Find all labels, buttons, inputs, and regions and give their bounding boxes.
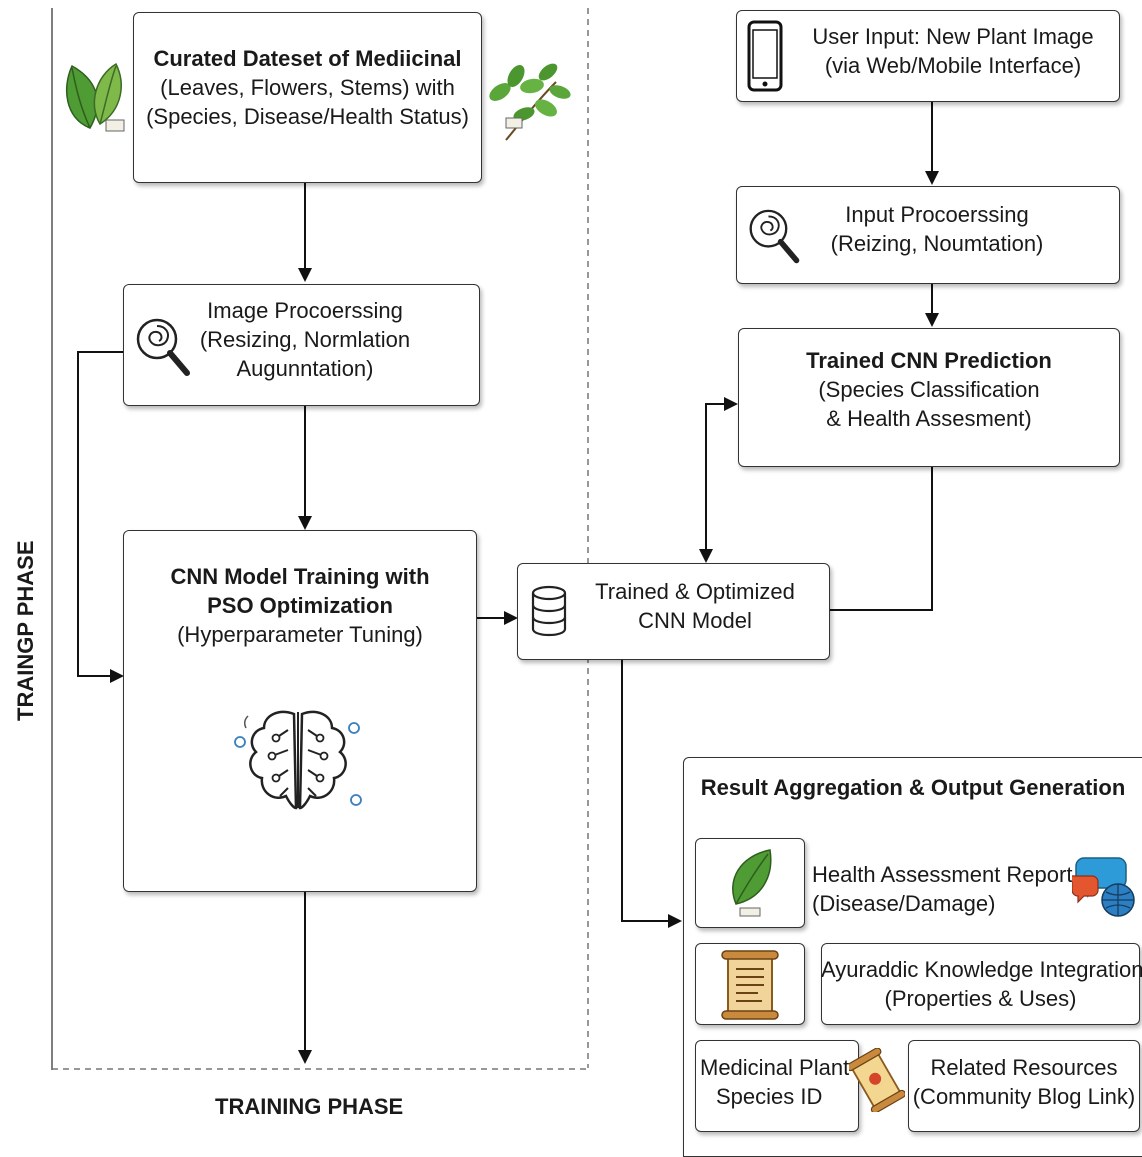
resources-title: Related Resources: [930, 1055, 1118, 1080]
prediction-title: Trained CNN Prediction: [806, 348, 1052, 373]
arrow-loop-processing-to-training: [77, 351, 124, 683]
input-processing-detail: (Reizing, Noumtation): [830, 231, 1044, 257]
image-processing-title: Image Procoerssing: [207, 298, 403, 323]
cnn-training-title-2: PSO Optimization: [207, 593, 393, 619]
species-id-title: Medicinal Plant: [700, 1055, 850, 1080]
cnn-training-detail: (Hyperparameter Tuning): [177, 622, 423, 648]
database-icon: [531, 585, 567, 637]
input-processing-box: [736, 186, 1120, 284]
cnn-training-title: CNN Model Training with: [170, 564, 430, 589]
input-processing-title: Input Procoerssing: [845, 202, 1029, 227]
results-title: Result Aggregation & Output Generation: [700, 775, 1126, 800]
line-prediction-to-model: [830, 467, 933, 611]
magnifier-icon: [136, 318, 190, 376]
prediction-detail-1: (Species Classification: [818, 377, 1040, 403]
trained-model-subtitle: CNN Model: [638, 608, 752, 634]
dataset-text: Curated Dateset of Mediicinal (Leaves, F…: [133, 44, 482, 131]
phone-icon: [747, 20, 783, 92]
scroll-icon: [849, 1048, 905, 1112]
vertical-phase-label: TRAINGP PHASE: [13, 540, 38, 721]
user-input-subtitle: (via Web/Mobile Interface): [824, 53, 1082, 79]
dataset-box: [133, 12, 482, 183]
user-input-box: [736, 10, 1120, 102]
species-id-card: [695, 1040, 859, 1132]
health-report-text: Health Assessment Report (Disease/Damage…: [812, 860, 1073, 918]
health-report-detail: (Disease/Damage): [812, 891, 996, 917]
input-processing-text: Input Procoerssing (Reizing, Noumtation): [812, 200, 1062, 258]
resources-detail: (Community Blog Link): [912, 1084, 1136, 1110]
magnifier-icon: [749, 209, 800, 264]
scroll-icon: [721, 950, 779, 1020]
image-processing-detail-2: Augunntation): [236, 356, 374, 382]
ayurvedic-card: [821, 943, 1140, 1025]
dataset-subtitle-2: (Species, Disease/Health Status): [146, 104, 469, 130]
prediction-text: Trained CNN Prediction (Species Classifi…: [738, 346, 1120, 433]
ayurvedic-detail: (Properties & Uses): [884, 986, 1077, 1012]
leaf-icon: [732, 849, 772, 917]
trained-model-title: Trained & Optimized: [595, 579, 795, 604]
bottom-phase-label: TRAINING PHASE: [215, 1094, 404, 1119]
species-id-detail: Species ID: [716, 1084, 823, 1110]
prediction-detail-2: & Health Assesment): [826, 406, 1032, 432]
brain-icon: [234, 710, 362, 810]
leaf-icon: [66, 62, 125, 132]
image-processing-box: [123, 284, 480, 406]
user-input-title: User Input: New Plant Image: [812, 24, 1094, 49]
health-report-title: Health Assessment Report: [812, 862, 1073, 887]
ayurvedic-text: Ayuraddic Knowledge Integration (Propert…: [821, 955, 1142, 1013]
species-id-text: Medicinal Plant Species ID: [700, 1053, 860, 1111]
prediction-box: [738, 328, 1120, 467]
cnn-training-text: CNN Model Training with PSO Optimization…: [123, 562, 477, 649]
user-input-text: User Input: New Plant Image (via Web/Mob…: [795, 22, 1111, 80]
arrow-model-prediction-bidirectional: [705, 397, 738, 560]
ayurvedic-title: Ayuraddic Knowledge Integration: [821, 957, 1142, 982]
dataset-title: Curated Dateset of Mediicinal: [153, 46, 462, 71]
image-processing-detail-1: (Resizing, Normlation: [199, 327, 411, 353]
arrow-model-to-results: [621, 660, 682, 928]
branch-icon: [489, 63, 571, 141]
dataset-subtitle: (Leaves, Flowers, Stems) with: [160, 75, 455, 101]
trained-model-text: Trained & Optimized CNN Model: [575, 577, 815, 635]
resources-card: [908, 1040, 1140, 1132]
chat-globe-icon: [1072, 857, 1135, 917]
trained-model-box: [517, 563, 830, 660]
cnn-training-box: [123, 530, 477, 892]
image-processing-text: Image Procoerssing (Resizing, Normlation…: [190, 296, 420, 383]
resources-text: Related Resources (Community Blog Link): [908, 1053, 1140, 1111]
